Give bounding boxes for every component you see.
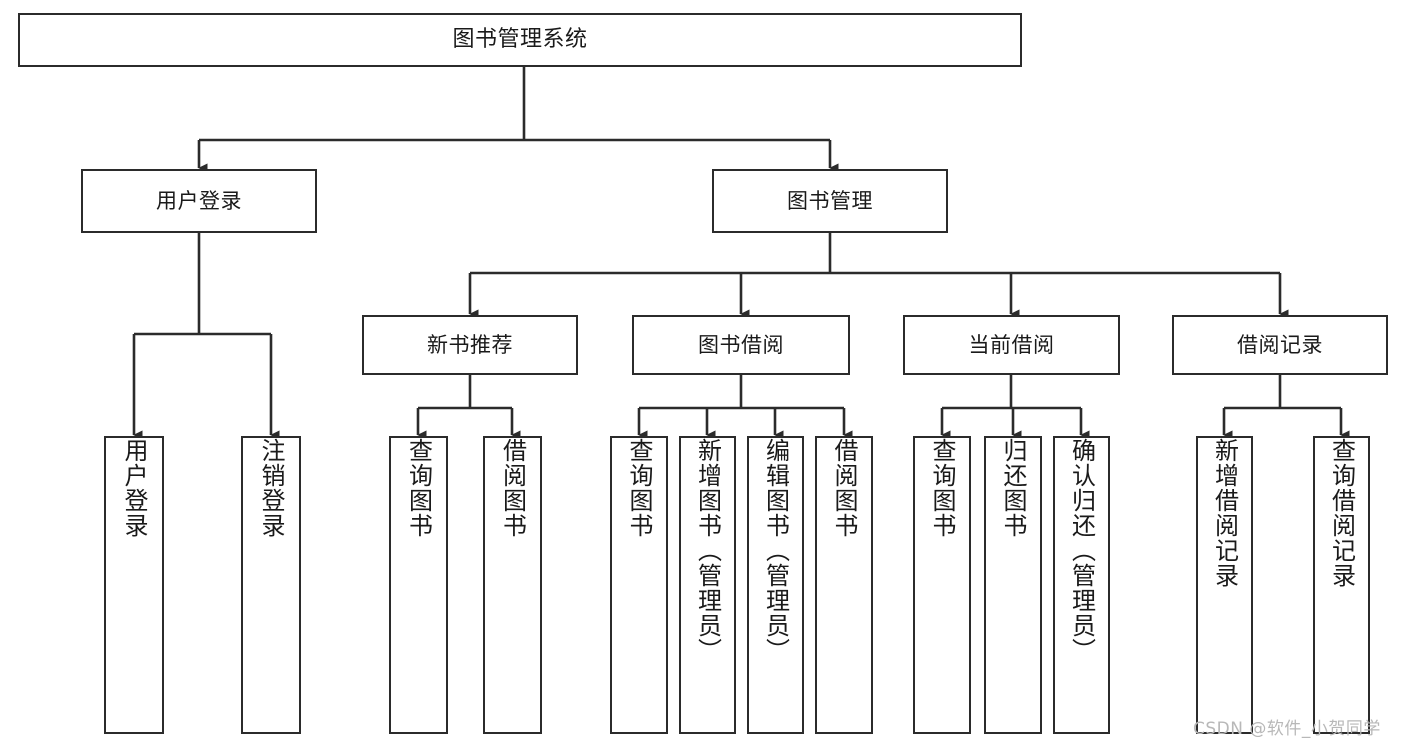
node-label-leaf-confirm-return: 确认归还（管理员）	[1067, 438, 1096, 663]
connector-newbook-to-leaves	[416, 375, 521, 440]
node-label-book-manage: 图书管理	[787, 188, 873, 213]
node-label-leaf-query-record: 查询借阅记录	[1327, 438, 1356, 588]
node-leaf-edit-book[interactable]: 编辑图书（管理员）	[747, 436, 804, 734]
node-label-leaf-query-book-1: 查询图书	[404, 438, 433, 538]
node-book-manage[interactable]: 图书管理	[712, 169, 948, 233]
connector-record-to-leaves	[1222, 375, 1350, 440]
node-leaf-borrow-book-1[interactable]: 借阅图书	[483, 436, 542, 734]
node-leaf-logout-login[interactable]: 注销登录	[241, 436, 301, 734]
node-label-leaf-query-book-3: 查询图书	[928, 438, 956, 538]
connector-current-to-leaves	[940, 375, 1090, 440]
node-leaf-query-book-2[interactable]: 查询图书	[610, 436, 668, 734]
node-label-leaf-add-book: 新增图书（管理员）	[693, 438, 722, 663]
node-label-leaf-add-record: 新增借阅记录	[1210, 438, 1239, 588]
connector-root-to-level1	[197, 67, 839, 173]
node-label-root: 图书管理系统	[452, 27, 588, 52]
node-label-book-borrow: 图书借阅	[698, 332, 784, 357]
node-label-current-borrow: 当前借阅	[968, 332, 1055, 357]
node-leaf-query-record[interactable]: 查询借阅记录	[1313, 436, 1370, 734]
node-leaf-borrow-book-2[interactable]: 借阅图书	[815, 436, 873, 734]
node-leaf-confirm-return[interactable]: 确认归还（管理员）	[1053, 436, 1110, 734]
node-leaf-add-book[interactable]: 新增图书（管理员）	[679, 436, 736, 734]
node-label-leaf-borrow-book-2: 借阅图书	[830, 438, 858, 538]
node-label-borrow-record: 借阅记录	[1237, 332, 1323, 357]
node-leaf-query-book-1[interactable]: 查询图书	[389, 436, 448, 734]
node-label-leaf-user-login: 用户登录	[120, 438, 148, 538]
connector-manage-to-level2	[468, 233, 1289, 319]
node-label-leaf-edit-book: 编辑图书（管理员）	[761, 438, 790, 663]
node-root[interactable]: 图书管理系统	[18, 13, 1022, 67]
node-leaf-add-record[interactable]: 新增借阅记录	[1196, 436, 1253, 734]
watermark-text: CSDN @软件_小贺同学	[1193, 719, 1381, 739]
node-label-leaf-return-book: 归还图书	[999, 438, 1027, 538]
node-label-new-book-rec: 新书推荐	[427, 332, 513, 357]
node-label-leaf-query-book-2: 查询图书	[625, 438, 653, 538]
connector-borrow-to-leaves	[637, 375, 853, 440]
connector-group	[132, 67, 1350, 440]
node-book-borrow[interactable]: 图书借阅	[632, 315, 850, 375]
node-label-user-login: 用户登录	[156, 188, 242, 213]
node-current-borrow[interactable]: 当前借阅	[903, 315, 1120, 375]
node-leaf-return-book[interactable]: 归还图书	[984, 436, 1042, 734]
node-label-leaf-borrow-book-1: 借阅图书	[498, 438, 527, 538]
node-new-book-rec[interactable]: 新书推荐	[362, 315, 578, 375]
node-leaf-user-login[interactable]: 用户登录	[104, 436, 164, 734]
node-borrow-record[interactable]: 借阅记录	[1172, 315, 1388, 375]
node-user-login[interactable]: 用户登录	[81, 169, 317, 233]
node-leaf-query-book-3[interactable]: 查询图书	[913, 436, 971, 734]
connector-login-to-leaves	[132, 233, 280, 440]
node-label-leaf-logout-login: 注销登录	[257, 438, 285, 538]
